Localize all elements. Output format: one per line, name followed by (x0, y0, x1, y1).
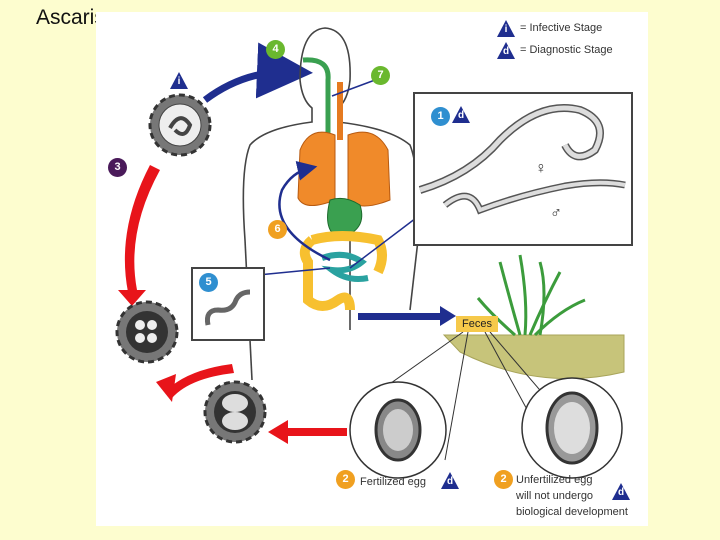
adult-worms (418, 104, 626, 215)
red-arrowhead-3 (118, 290, 146, 306)
stage-1-diagnostic-icon: d (452, 106, 470, 123)
blue-arrow-feces (358, 313, 440, 320)
red-arrowhead-bottom (268, 420, 288, 444)
stage-1-number: 1 (431, 107, 450, 126)
right-lung (347, 131, 391, 207)
red-arrow-bottom (285, 428, 347, 436)
pointer-7 (331, 79, 376, 97)
airway (302, 57, 331, 140)
female-symbol: ♀ (535, 160, 547, 177)
diagnostic-stage-triangle: d (497, 42, 515, 59)
fertilized-egg-label: Fertilized egg (360, 476, 427, 488)
large-intestine (299, 231, 387, 311)
unfertilized-egg-label-3: biological development (516, 506, 628, 518)
legend-diagnostic-text: = Diagnostic Stage (520, 44, 613, 56)
fertilized-egg-diagnostic-icon: d (441, 472, 459, 489)
stage-4-number: 4 (266, 40, 285, 59)
red-arrowhead-lower-left (156, 374, 176, 402)
legend-infective-text: = Infective Stage (520, 22, 603, 34)
stomach (327, 197, 363, 239)
stage-5-number: 5 (199, 273, 218, 292)
unfertilized-egg-label-2: will not undergo (516, 490, 594, 502)
stage-7-number: 7 (371, 66, 390, 85)
stage-2-unfertilized-number: 2 (494, 470, 513, 489)
small-intestine (321, 251, 369, 282)
soil (442, 334, 625, 380)
red-cycle-arrows (118, 165, 347, 444)
infective-egg-icon: i (170, 72, 188, 89)
pointer-1 (349, 214, 421, 269)
infective-stage-triangle: i (497, 20, 515, 37)
egg-infective (148, 93, 212, 157)
egg-two-cell (203, 380, 267, 444)
larva (205, 289, 251, 326)
red-arrow-3 (124, 165, 160, 292)
stage-3-number: 3 (108, 158, 127, 177)
egg-embryonated (115, 300, 179, 364)
slide-title: Ascaris (36, 6, 105, 29)
blue-arrowhead-feces (440, 306, 456, 326)
unfertilized-egg-diagnostic-icon: d (612, 483, 630, 500)
male-symbol: ♂ (550, 205, 562, 222)
red-arrow-lower-left (165, 364, 234, 398)
stage-6-number: 6 (268, 220, 287, 239)
blue-arrow-ingestion (202, 42, 313, 103)
migration-arrow (278, 160, 331, 262)
feces-label: Feces (456, 316, 498, 332)
unfertilized-egg-label-1: Unfertilized egg (516, 474, 593, 486)
grass (476, 254, 586, 337)
pointer-5 (257, 267, 331, 276)
stage-2-fertilized-number: 2 (336, 470, 355, 489)
